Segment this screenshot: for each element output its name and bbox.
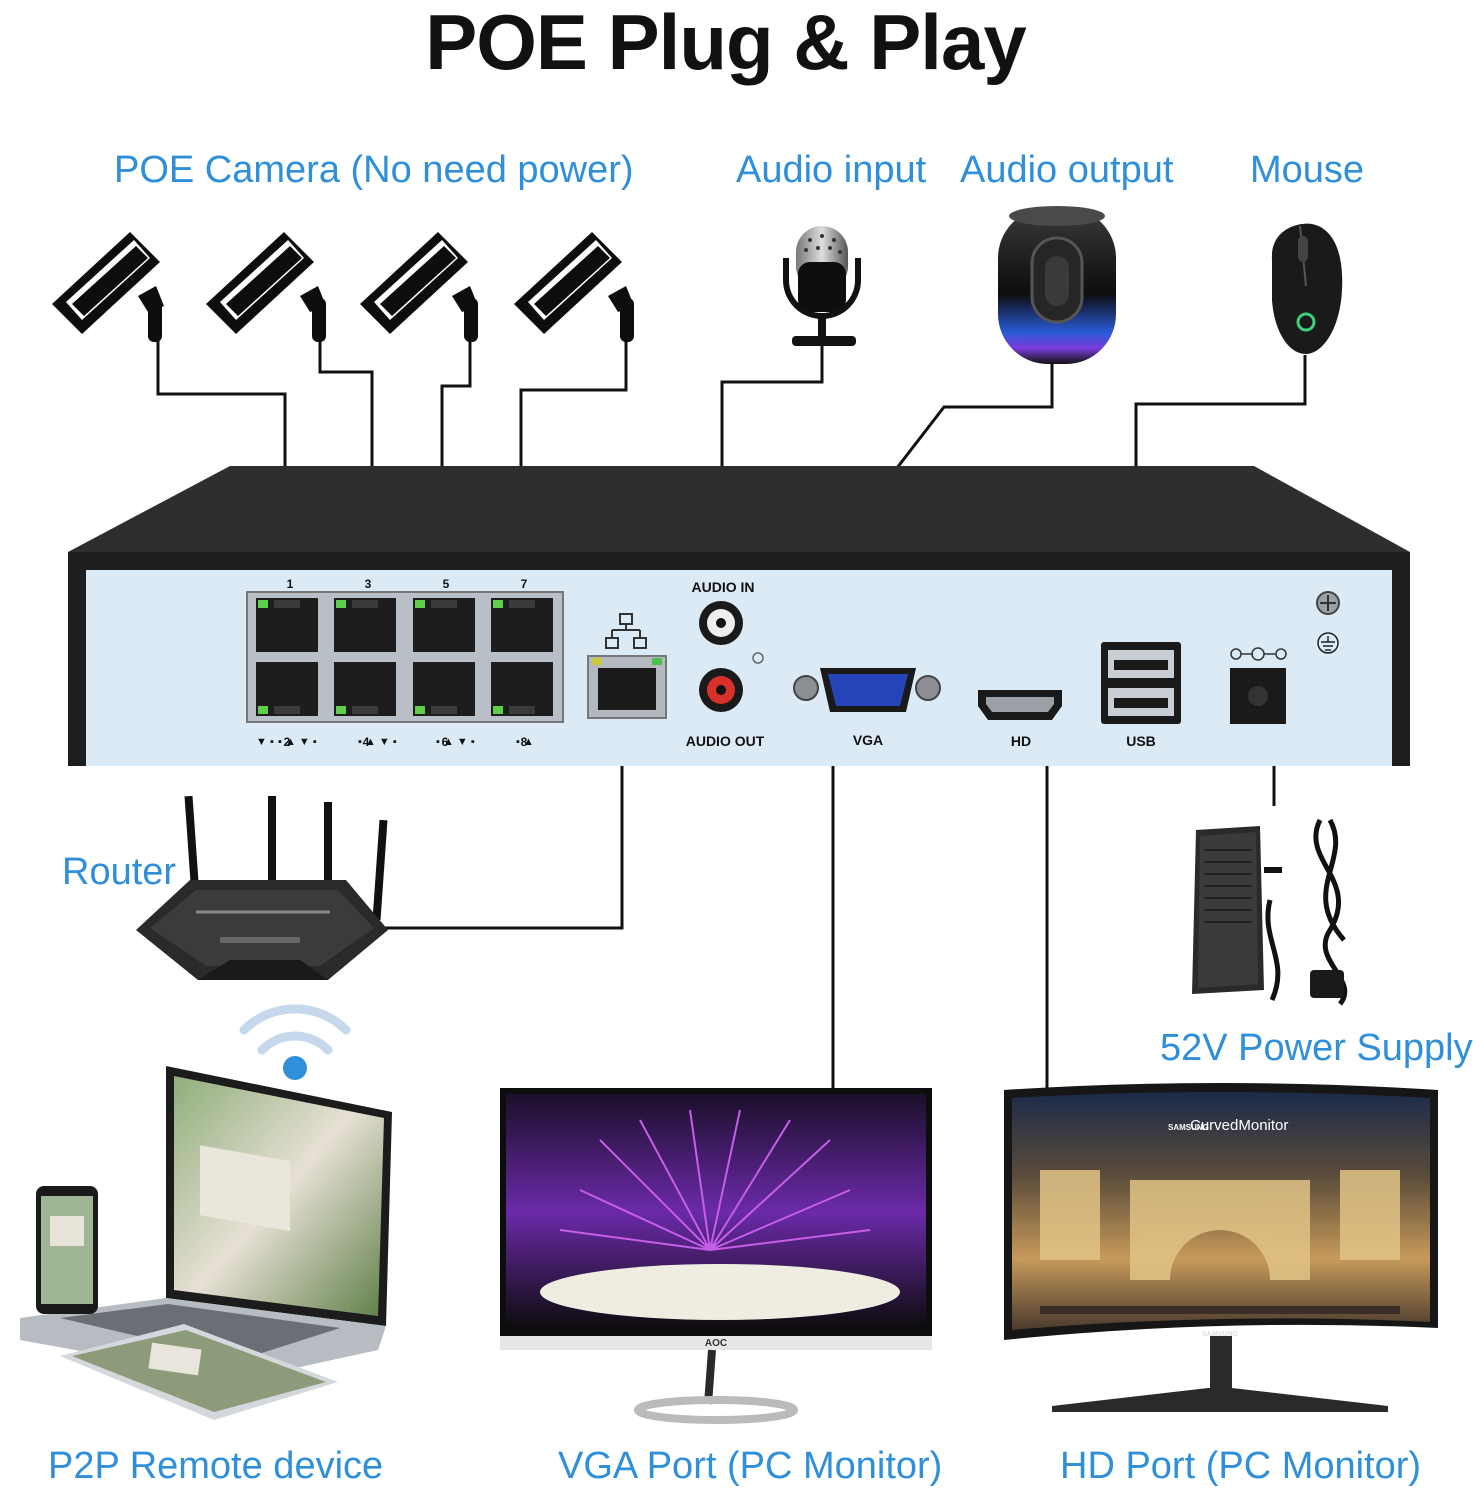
port-arrow-row: ▼ ▪ ▪ ▲ ▼ ▪ ▪ ▲ ▼ ▪ ▪ ▲ ▼ ▪ ▪ ▲	[256, 736, 534, 748]
mouse-icon	[1271, 223, 1343, 354]
port-num-top: 5	[443, 577, 450, 591]
microphone-icon	[783, 226, 861, 346]
vga-label: VGA	[853, 732, 883, 748]
camera-icon	[52, 232, 164, 342]
hd-port: HD	[978, 690, 1062, 749]
usb-ports: USB	[1101, 642, 1181, 749]
wifi-icon	[239, 1004, 351, 1080]
label-audio-output: Audio output	[960, 149, 1174, 191]
svg-text:▼ ▪: ▼ ▪	[256, 736, 274, 748]
port-num-bottom: 8	[521, 735, 528, 749]
port-num-top: 3	[365, 577, 372, 591]
poe-port	[413, 662, 475, 716]
label-poe-camera: POE Camera (No need power)	[114, 149, 634, 191]
flower-image	[559, 1109, 871, 1251]
svg-text:▪ ▲ ▼ ▪: ▪ ▲ ▼ ▪	[358, 736, 397, 748]
vga-monitor-brand: AOC	[705, 1338, 727, 1349]
router-icon	[136, 795, 388, 980]
phone-icon	[36, 1186, 98, 1314]
port-num-bottom: 4	[363, 735, 370, 749]
network-icon	[605, 613, 647, 649]
poe-port	[256, 598, 318, 652]
ground-symbol-icon	[1317, 632, 1339, 654]
usb-label: USB	[1126, 733, 1156, 749]
vga-monitor-icon: AOC	[500, 1088, 932, 1424]
dc-polarity-icon	[1230, 647, 1287, 661]
port-num-bottom: 6	[442, 735, 449, 749]
vga-port: VGA	[793, 668, 941, 748]
label-vga-port: VGA Port (PC Monitor)	[558, 1445, 943, 1487]
port-num-top: 7	[521, 577, 528, 591]
hd-monitor-icon: SAMSUNG CurvedMonitor SAMSUNG	[1004, 1083, 1438, 1412]
poe-port	[491, 598, 553, 652]
speaker-icon	[998, 206, 1116, 364]
audio-jacks: AUDIO IN AUDIO OUT	[686, 579, 765, 749]
poe-port	[334, 662, 396, 716]
poe-port	[256, 662, 318, 716]
label-power-supply: 52V Power Supply	[1160, 1027, 1473, 1069]
camera-icon	[360, 232, 478, 342]
laptop-icon	[20, 1066, 392, 1380]
svg-text:▪ ▲ ▼ ▪: ▪ ▲ ▼ ▪	[278, 736, 317, 748]
hd-overlay-brand: SAMSUNG	[1168, 1123, 1209, 1132]
wire-lan-router	[378, 712, 624, 930]
nvr-top-cover	[68, 466, 1410, 552]
poe-ports	[256, 598, 553, 716]
hd-overlay-text: CurvedMonitor	[1190, 1117, 1288, 1134]
tablet-icon	[60, 1324, 338, 1420]
port-num-top: 1	[287, 577, 294, 591]
poe-cameras	[52, 232, 634, 342]
label-audio-input: Audio input	[736, 149, 927, 191]
poe-port	[491, 662, 553, 716]
poe-port-block: 1 3 5 7 ▼ ▪ ▪ ▲ ▼ ▪ ▪ ▲ ▼ ▪ ▪ ▲ ▼ ▪ ▪ ▲ …	[246, 577, 564, 749]
svg-text:▪ ▲: ▪ ▲	[516, 736, 534, 748]
label-router: Router	[62, 851, 177, 893]
camera-icon	[514, 232, 634, 342]
connection-wires	[156, 335, 1307, 1090]
audio-out-label: AUDIO OUT	[686, 733, 765, 749]
diagram-title: POE Plug & Play	[425, 0, 1027, 86]
label-mouse: Mouse	[1250, 149, 1365, 191]
poe-port	[413, 598, 475, 652]
dc-power-jack	[1230, 647, 1287, 724]
port-num-bottom: 2	[284, 735, 291, 749]
poe-port	[334, 598, 396, 652]
ground-screw-icon	[1316, 591, 1340, 615]
hd-label: HD	[1011, 733, 1031, 749]
svg-text:▪ ▲ ▼ ▪: ▪ ▲ ▼ ▪	[436, 736, 475, 748]
label-p2p-remote: P2P Remote device	[48, 1445, 384, 1487]
camera-icon	[206, 232, 326, 342]
audio-in-label: AUDIO IN	[692, 579, 755, 595]
hd-monitor-brand: SAMSUNG	[1202, 1331, 1238, 1338]
arch-image	[1040, 1170, 1400, 1280]
power-supply-icon	[1192, 818, 1348, 1006]
label-hd-port: HD Port (PC Monitor)	[1060, 1445, 1422, 1487]
lan-port	[587, 613, 667, 719]
